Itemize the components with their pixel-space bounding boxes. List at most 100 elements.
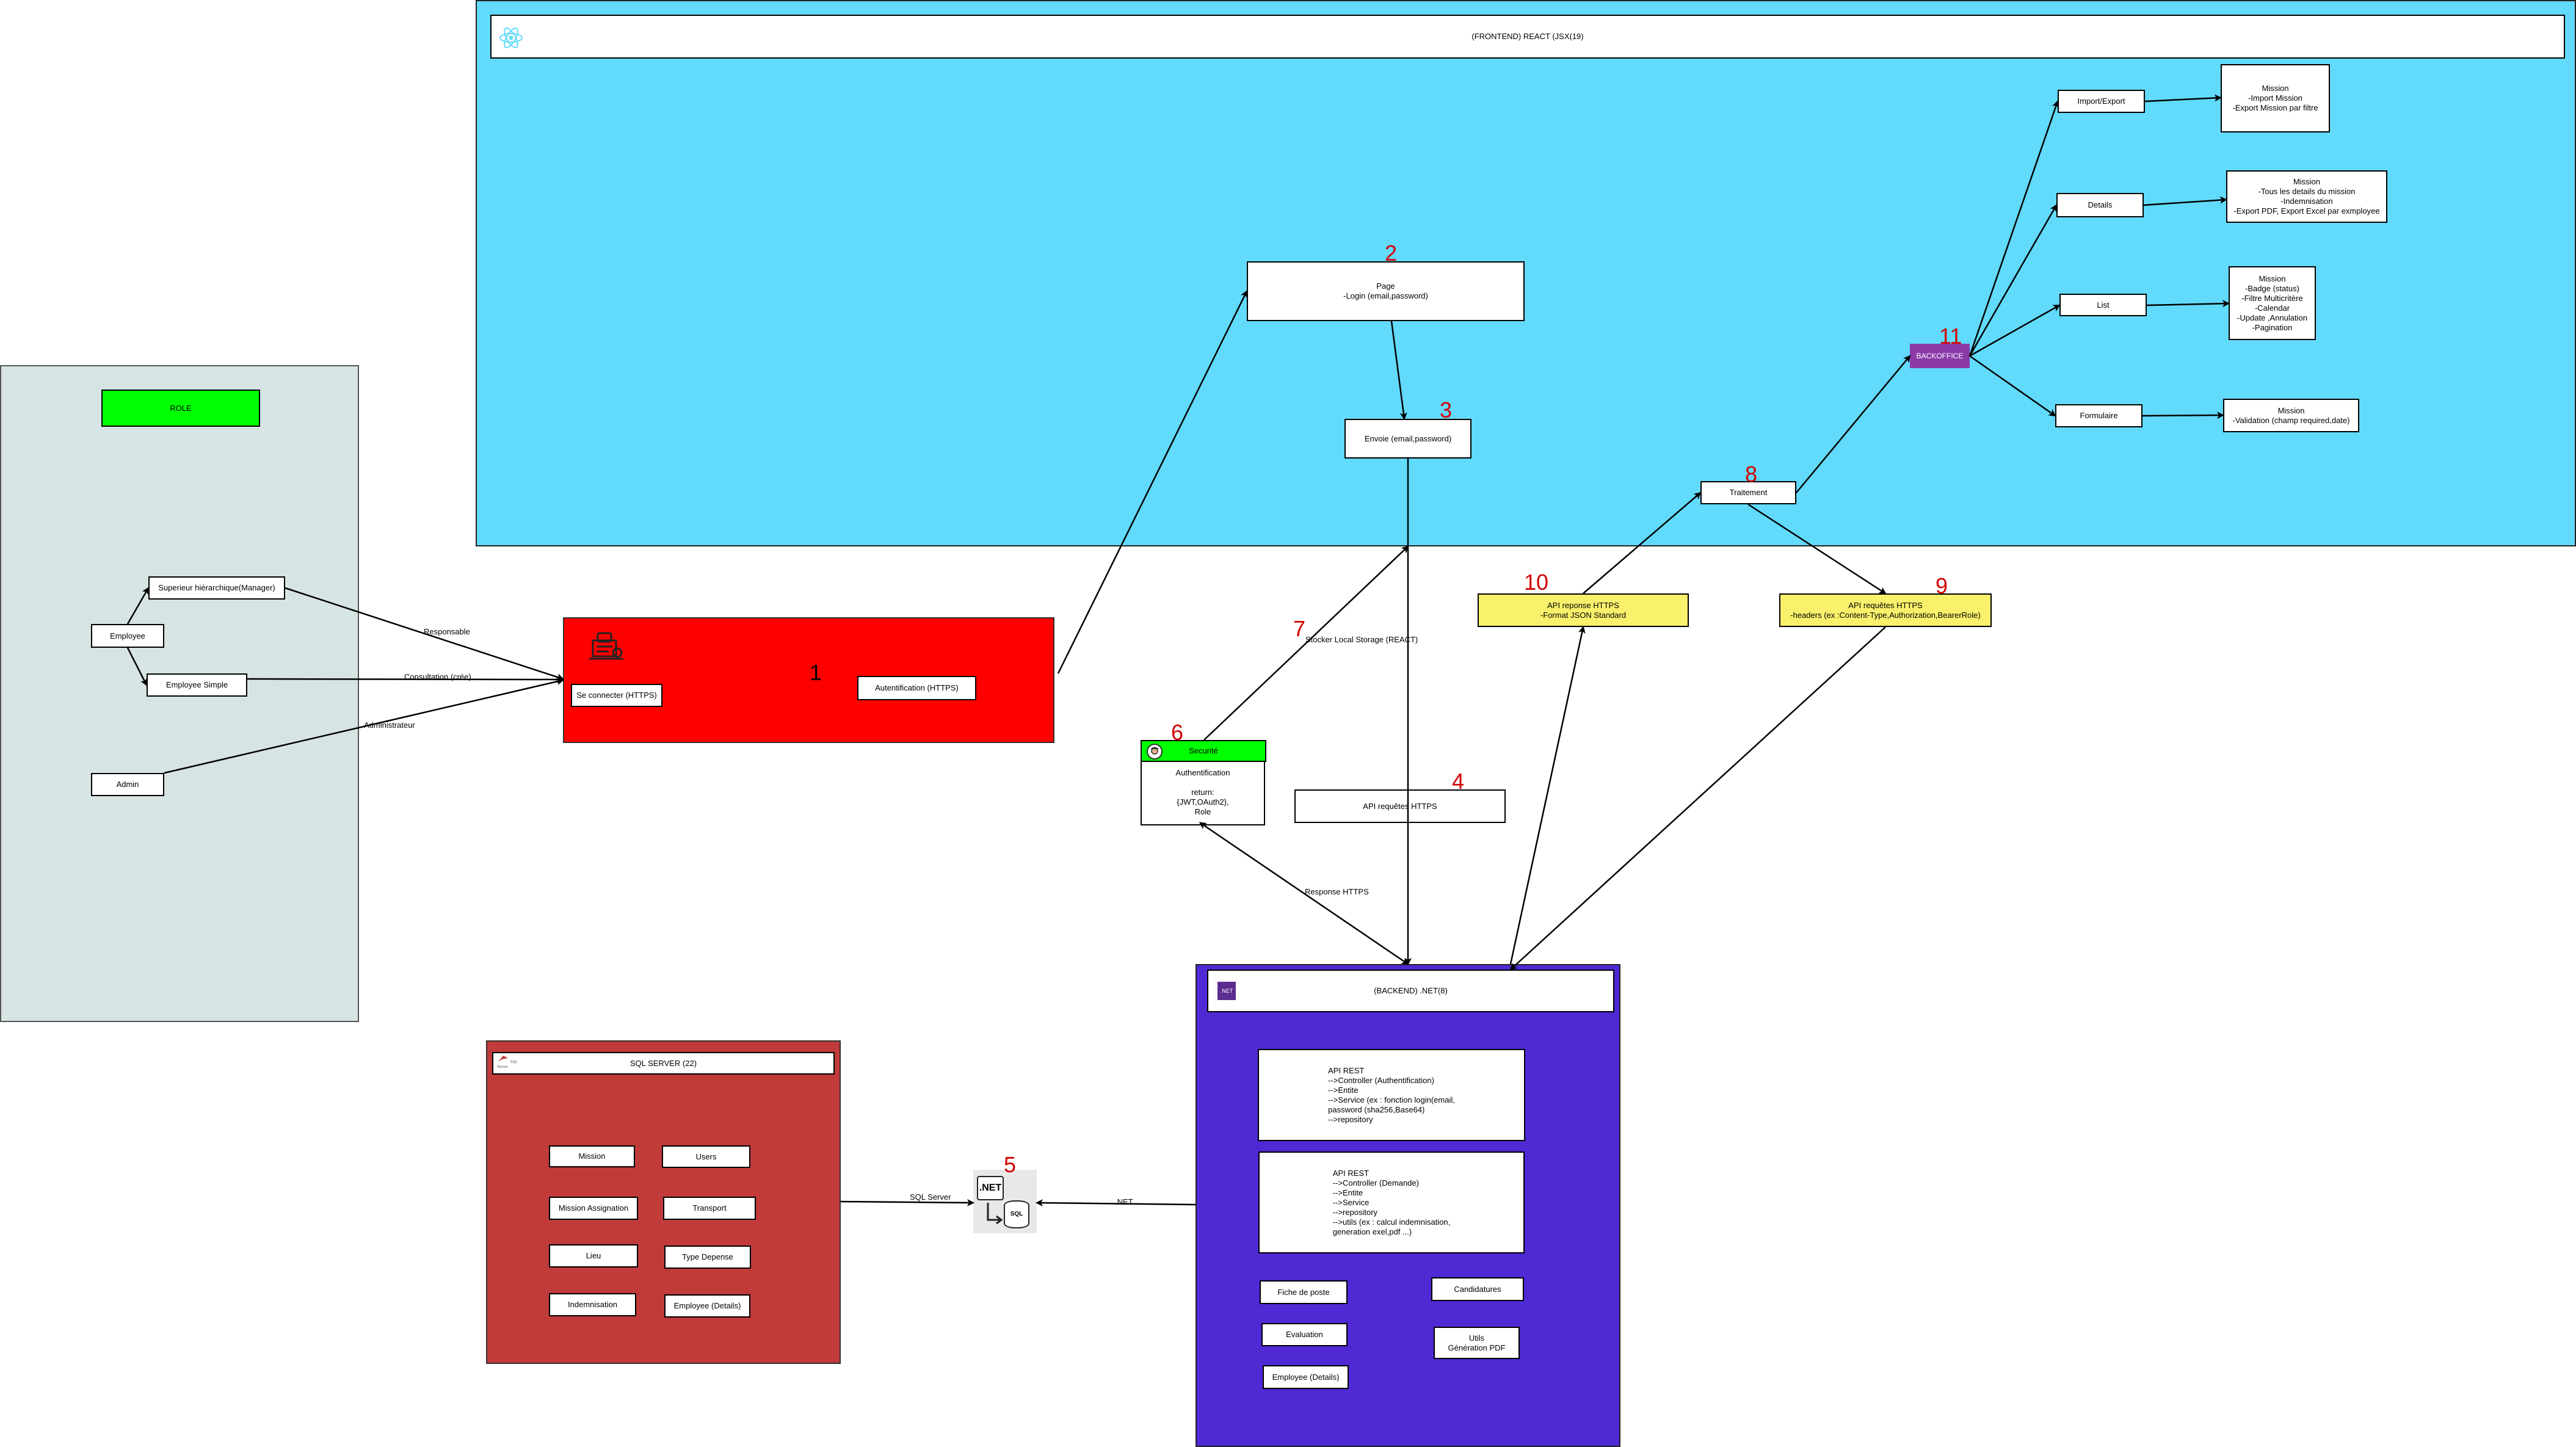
edge-bo-list <box>1969 304 2061 357</box>
sql-title-bar: SQL SERVER (22) <box>492 1052 835 1075</box>
traitement-box: Traitement <box>1700 481 1796 504</box>
candidatures-box: Candidatures <box>1431 1277 1524 1301</box>
sql-flag-icon <box>498 1056 508 1062</box>
login-page-box: Page -Login (email,password) <box>1247 261 1525 321</box>
label-administrateur: Administrateur <box>364 720 415 730</box>
sql-title: SQL SERVER (22) <box>629 1058 697 1068</box>
dotnet-badge-label: .NET <box>1220 988 1233 994</box>
step-number-5: 5 <box>1004 1152 1017 1177</box>
step-number-11: 11 <box>1939 324 1962 349</box>
security-body: Authentification return: {JWT,OAuth2}, R… <box>1175 768 1230 816</box>
edge-sql-net <box>840 1199 974 1206</box>
edge-manager-auth <box>285 587 564 681</box>
step-number-7: 7 <box>1293 616 1306 641</box>
backend-title-bar: (BACKEND) .NET(8) <box>1207 970 1614 1012</box>
employee-simple-box: Employee Simple <box>147 673 247 697</box>
edge-admin-auth <box>164 678 564 774</box>
edge-security-frontend <box>1203 545 1409 741</box>
security-header-label: Securité <box>1189 746 1218 755</box>
label-stocker: Stocker Local Storage (REACT) <box>1305 635 1418 644</box>
api-response-box-10: API reponse HTTPS -Format JSON Standard <box>1478 593 1689 627</box>
frontend-title-bar: (FRONTEND) REACT (JSX(19) <box>490 15 2565 59</box>
employee-box: Employee <box>91 624 164 648</box>
edge-security-backend <box>1199 822 1409 965</box>
mission-details-box: Mission -Tous les details du mission -In… <box>2226 170 2387 223</box>
label-consultation: Consultation (crée) <box>404 672 471 681</box>
api-rest-auth-text: API REST -->Controller (Authentification… <box>1328 1065 1455 1124</box>
sql-indemnisation-box: Indemnisation <box>549 1293 636 1316</box>
sync-arrow-icon <box>987 1203 1003 1225</box>
edge-import-mission <box>2144 94 2222 103</box>
mission-list-box: Mission -Badge (status) -Filtre Multicri… <box>2229 266 2316 340</box>
sql-users-box: Users <box>662 1145 750 1168</box>
edge-login-envoie <box>1390 321 1407 420</box>
edge-employee-manager <box>126 587 150 625</box>
sql-transport-box: Transport <box>663 1197 756 1220</box>
dotnet-badge-icon: .NET <box>1217 982 1236 1000</box>
label-responsable: Responsable <box>424 627 470 636</box>
step-number-6: 6 <box>1171 720 1184 745</box>
auth-icon <box>589 632 623 660</box>
edge-bo-details <box>1968 204 2058 357</box>
api-rest-demande-box: API REST -->Controller (Demande) -->Enti… <box>1258 1151 1525 1253</box>
step-number-3: 3 <box>1440 397 1453 422</box>
employee-details-backend-box: Employee (Details) <box>1263 1365 1349 1389</box>
sql-logo-text: SQL Server <box>497 1061 518 1069</box>
sql-lieu-box: Lieu <box>549 1244 638 1267</box>
manager-box: Superieur hiérarchique(Manager) <box>148 576 285 600</box>
api-rest-auth-box: API REST -->Controller (Authentification… <box>1258 1049 1525 1141</box>
sql-employee-details-box: Employee (Details) <box>664 1294 750 1318</box>
edge-bo-form <box>1969 355 2056 417</box>
mission-import-box: Mission -Import Mission -Export Mission … <box>2221 64 2330 132</box>
backend-title: (BACKEND) .NET(8) <box>1374 986 1448 995</box>
edge-traitement-request <box>1747 503 1887 595</box>
label-sql-server: SQL Server <box>910 1192 951 1202</box>
utils-box: Utils Génération PDF <box>1434 1327 1520 1359</box>
sql-db-icon: SQL <box>1004 1200 1029 1228</box>
backoffice-box: BACKOFFICE <box>1910 344 1970 368</box>
label-net: .NET <box>1115 1197 1133 1206</box>
frontend-title: (FRONTEND) REACT (JSX(19) <box>1471 32 1584 41</box>
step-number-2: 2 <box>1385 241 1398 266</box>
sql-mission-assignation-box: Mission Assignation <box>549 1197 638 1220</box>
edge-traitement-backoffice <box>1796 355 1911 493</box>
edge-details-mission <box>2143 196 2227 206</box>
fiche-de-poste-box: Fiche de poste <box>1260 1280 1348 1304</box>
evaluation-box: Evaluation <box>1261 1323 1348 1346</box>
edge-backend-response <box>1509 626 1586 965</box>
edge-auth-login <box>1057 290 1248 674</box>
edge-backend-net <box>1036 1199 1196 1207</box>
dotnet-label: .NET <box>979 1183 1002 1193</box>
formulaire-box: Formulaire <box>2055 404 2142 427</box>
step-number-8: 8 <box>1745 462 1758 487</box>
details-box: Details <box>2056 193 2144 217</box>
edge-response-traitement <box>1583 491 1702 594</box>
step-number-9: 9 <box>1936 573 1948 598</box>
list-box: List <box>2059 294 2147 316</box>
edge-list-mission <box>2146 300 2230 308</box>
dotnet-label-icon: .NET <box>977 1176 1004 1200</box>
edge-simple-auth <box>247 675 564 683</box>
authentification-button[interactable]: Autentification (HTTPS) <box>857 676 976 700</box>
role-title: ROLE <box>101 390 260 427</box>
security-guard-icon <box>1147 744 1163 760</box>
sql-type-depense-box: Type Depense <box>664 1246 751 1269</box>
sql-db-label: SQL <box>1010 1211 1023 1217</box>
edge-form-mission <box>2142 412 2224 419</box>
step-number-1: 1 <box>810 660 822 685</box>
sql-server-logo-icon: SQL Server <box>497 1054 518 1073</box>
sql-mission-box: Mission <box>549 1145 635 1167</box>
import-export-box: Import/Export <box>2058 90 2145 113</box>
admin-box: Admin <box>91 773 164 796</box>
react-icon <box>499 27 523 48</box>
edge-bo-import <box>1968 100 2059 357</box>
step-number-4: 4 <box>1452 769 1465 794</box>
envoie-box: Envoie (email,password) <box>1344 419 1471 459</box>
api-request-box-9: API requêtes HTTPS -headers (ex :Content… <box>1779 593 1992 627</box>
step-number-10: 10 <box>1524 570 1549 595</box>
edge-employee-simple <box>126 647 148 686</box>
se-connecter-button[interactable]: Se connecter (HTTPS) <box>571 684 662 707</box>
api-rest-demande-text: API REST -->Controller (Demande) -->Enti… <box>1332 1168 1451 1236</box>
edge-request-backend <box>1509 626 1886 971</box>
